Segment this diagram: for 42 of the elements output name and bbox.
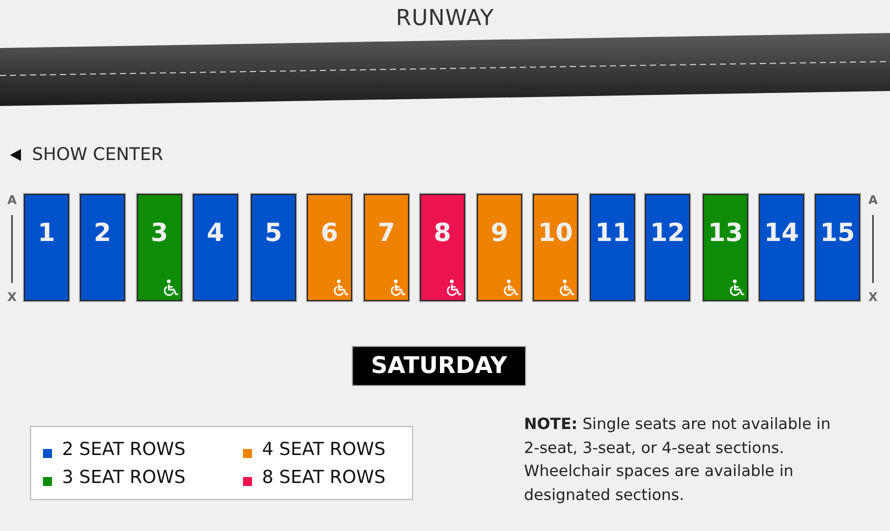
legend-text: 3 SEAT ROWS xyxy=(62,467,186,489)
axis-label: A xyxy=(6,193,18,207)
legend-text: 8 SEAT ROWS xyxy=(262,467,386,489)
section-block xyxy=(420,194,465,301)
note-text: NOTE: Single seats are not available in 2-seat, 3-seat, or 4-seat sections. Wheelchair spaces are available in designated sections. xyxy=(524,414,832,506)
section-block xyxy=(307,194,352,301)
axis-label: X xyxy=(6,290,18,304)
section-block xyxy=(364,194,409,301)
section-number: 7 xyxy=(376,218,396,248)
legend-text: 4 SEAT ROWS xyxy=(262,439,386,461)
runway-label: RUNWAY xyxy=(394,6,496,32)
section-number: 14 xyxy=(763,218,800,248)
section-number: 3 xyxy=(150,218,170,248)
section-block xyxy=(590,194,635,301)
section-number: 11 xyxy=(594,218,631,248)
section-number: 10 xyxy=(537,218,574,248)
section-number: 8 xyxy=(432,218,452,248)
axis-label: A xyxy=(867,193,879,207)
section-block xyxy=(193,194,238,301)
section-number: 9 xyxy=(490,218,510,248)
section-block xyxy=(815,194,860,301)
section-block xyxy=(703,194,748,301)
show-center-label: SHOW CENTER xyxy=(32,145,164,165)
section-number: 6 xyxy=(320,218,340,248)
section-block xyxy=(251,194,296,301)
section-block xyxy=(533,194,578,301)
section-number: 2 xyxy=(92,218,112,248)
section-number: 1 xyxy=(36,218,56,248)
section-block xyxy=(645,194,690,301)
section-block xyxy=(24,194,69,301)
legend-text: 2 SEAT ROWS xyxy=(62,439,186,461)
section-block xyxy=(137,194,182,301)
section-number: 13 xyxy=(707,218,744,248)
section-number: 5 xyxy=(264,218,284,248)
axis-label: X xyxy=(867,290,879,304)
section-number: 12 xyxy=(649,218,686,248)
day-banner: SATURDAY xyxy=(352,346,526,386)
section-number: 4 xyxy=(206,218,226,248)
section-block xyxy=(477,194,522,301)
section-block xyxy=(759,194,804,301)
section-number: 15 xyxy=(819,218,856,248)
section-block xyxy=(80,194,125,301)
